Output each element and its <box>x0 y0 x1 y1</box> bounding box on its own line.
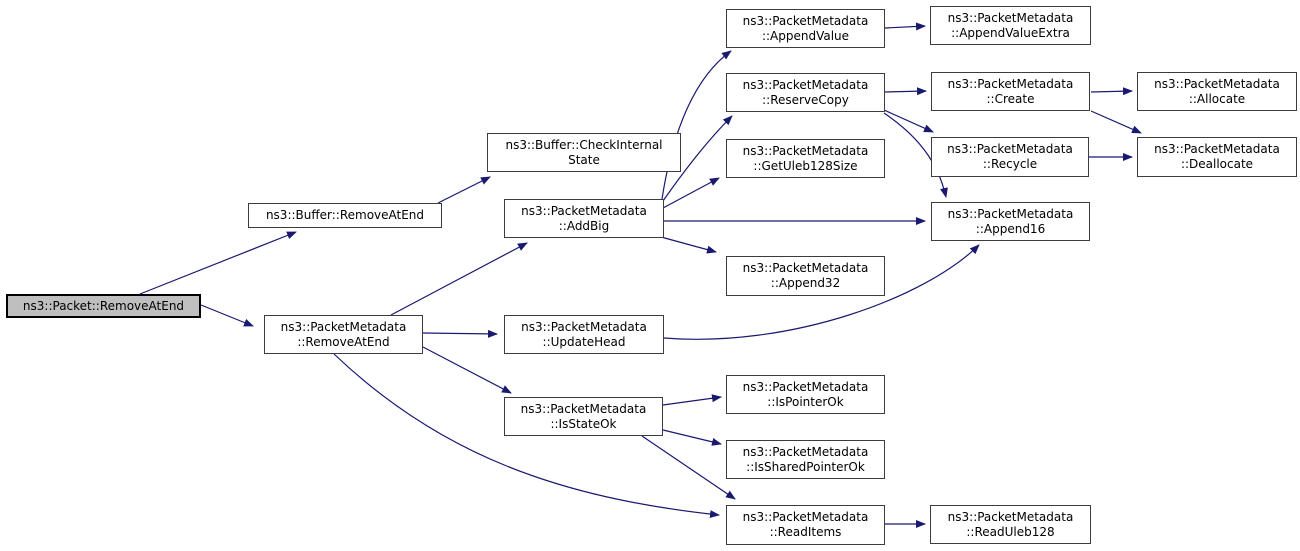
edge-reservecopy-to-create <box>884 87 927 96</box>
node-label: ns3::PacketMetadata <box>742 77 869 92</box>
node-ns3-packetmetadata-updatehead[interactable]: ns3::PacketMetadata ::UpdateHead <box>504 315 664 354</box>
node-ns3-packetmetadata-addbig[interactable]: ns3::PacketMetadata ::AddBig <box>504 199 664 238</box>
node-ns3-packetmetadata-deallocate[interactable]: ns3::PacketMetadata ::Deallocate <box>1137 137 1297 177</box>
node-label: ::AppendValue <box>761 28 850 43</box>
node-label: ns3::Buffer::RemoveAtEnd <box>265 208 425 222</box>
node-label: ::Append32 <box>770 276 841 290</box>
edge-addbig-to-appendvalue <box>661 50 732 200</box>
node-ns3-packetmetadata-create[interactable]: ns3::PacketMetadata ::Create <box>931 72 1090 111</box>
edge-addbig-to-reservecopy <box>662 115 733 202</box>
node-label: ::Recycle <box>982 157 1038 171</box>
node-label: ::Append16 <box>975 221 1046 236</box>
node-ns3-packetmetadata-appendvalue[interactable]: ns3::PacketMetadata ::AppendValue <box>726 9 885 48</box>
node-ns3-packetmetadata-allocate[interactable]: ns3::PacketMetadata ::Allocate <box>1137 72 1297 111</box>
edge-updatehead-to-append16 <box>663 244 980 340</box>
node-label: State <box>568 152 600 167</box>
node-label: ::Allocate <box>1188 91 1246 106</box>
node-label: ns3::PacketMetadata <box>742 143 869 158</box>
node-label: ns3::PacketMetadata <box>947 206 1074 221</box>
edge-create-to-deallocate <box>1090 110 1142 134</box>
node-ns3-packetmetadata-removeatend[interactable]: ns3::PacketMetadata ::RemoveAtEnd <box>264 315 423 354</box>
node-label: ns3::PacketMetadata <box>521 319 647 334</box>
node-label: ::IsStateOk <box>550 416 617 431</box>
edge-isstateok-to-issharedpointerok <box>662 429 722 446</box>
node-label: ns3::PacketMetadata <box>947 509 1074 524</box>
node-ns3-packetmetadata-recycle[interactable]: ns3::PacketMetadata ::Recycle <box>931 137 1089 177</box>
node-label: ::ReadItems <box>769 525 842 539</box>
edge-addbig-to-append32 <box>660 236 717 254</box>
node-ns3-packet-removeatend[interactable]: ns3::Packet::RemoveAtEnd <box>6 294 201 318</box>
node-ns3-packetmetadata-getuleb128size[interactable]: ns3::PacketMetadata ::GetUleb128Size <box>726 139 885 178</box>
node-label: ns3::PacketMetadata <box>280 319 407 334</box>
node-label: ::AddBig <box>558 218 610 233</box>
node-ns3-packetmetadata-reservecopy[interactable]: ns3::PacketMetadata ::ReserveCopy <box>726 73 885 112</box>
node-label: ns3::PacketMetadata <box>947 142 1073 156</box>
edge-isstateok-to-readitems <box>641 435 736 500</box>
node-ns3-buffer-removeatend[interactable]: ns3::Buffer::RemoveAtEnd <box>248 203 442 228</box>
edge-isstateok-to-ispointerok <box>662 394 722 406</box>
node-label: ns3::PacketMetadata <box>1154 142 1280 156</box>
node-label: ns3::PacketMetadata <box>947 10 1074 25</box>
edge-metadata-removeatend-to-addbig <box>390 242 528 316</box>
node-label: ns3::PacketMetadata <box>1154 76 1280 91</box>
edge-reservecopy-to-append16 <box>883 112 948 198</box>
edge-reservecopy-to-recycle <box>883 109 934 133</box>
node-ns3-packetmetadata-isstateok[interactable]: ns3::PacketMetadata ::IsStateOk <box>504 397 663 436</box>
node-ns3-packetmetadata-issharedpointerok[interactable]: ns3::PacketMetadata ::IsSharedPointerOk <box>726 440 885 479</box>
node-ns3-packetmetadata-append32[interactable]: ns3::PacketMetadata ::Append32 <box>726 256 885 296</box>
node-label: ns3::PacketMetadata <box>947 76 1074 91</box>
node-label: ns3::Buffer::CheckInternal <box>505 137 663 152</box>
node-label: ::Create <box>986 91 1035 106</box>
node-label: ::ReserveCopy <box>762 92 849 107</box>
node-label: ::RemoveAtEnd <box>297 334 390 349</box>
node-label: ns3::PacketMetadata <box>742 444 869 459</box>
node-label: ns3::PacketMetadata <box>742 13 869 28</box>
node-label: ::UpdateHead <box>542 334 626 349</box>
node-label: ::ReadUleb128 <box>966 524 1055 539</box>
edge-metadata-removeatend-to-isstateok <box>422 346 512 394</box>
edge-create-to-allocate <box>1090 87 1133 96</box>
node-label: ns3::PacketMetadata <box>742 510 869 524</box>
node-ns3-packetmetadata-appendvalueextra[interactable]: ns3::PacketMetadata ::AppendValueExtra <box>930 6 1091 45</box>
node-label: ns3::PacketMetadata <box>742 379 869 394</box>
node-label: ns3::Packet::RemoveAtEnd <box>22 298 185 313</box>
edge-packet-removeatend-to-buffer-removeatend <box>139 231 297 295</box>
edge-buffer-removeatend-to-checkinternalstate <box>437 176 491 204</box>
edge-packet-removeatend-to-metadata-removeatend <box>200 304 254 327</box>
node-ns3-buffer-checkinternalstate[interactable]: ns3::Buffer::CheckInternal State <box>487 133 681 172</box>
node-label: ns3::PacketMetadata <box>521 203 647 218</box>
node-label: ::IsSharedPointerOk <box>746 459 865 474</box>
node-ns3-packetmetadata-append16[interactable]: ns3::PacketMetadata ::Append16 <box>931 202 1090 241</box>
edge-metadata-removeatend-to-readitems <box>333 353 720 519</box>
edge-metadata-removeatend-to-updatehead <box>422 329 498 338</box>
node-label: ::GetUleb128Size <box>753 158 858 173</box>
node-label: ns3::PacketMetadata <box>742 261 869 275</box>
node-ns3-packetmetadata-readitems[interactable]: ns3::PacketMetadata ::ReadItems <box>726 505 885 545</box>
edge-appendvalue-to-appendvalueextra <box>884 22 926 31</box>
node-label: ::Deallocate <box>1180 157 1254 171</box>
edge-addbig-to-getuleb128size <box>662 177 720 209</box>
node-ns3-packetmetadata-readuleb128[interactable]: ns3::PacketMetadata ::ReadUleb128 <box>930 505 1091 544</box>
node-label: ns3::PacketMetadata <box>520 401 647 416</box>
node-label: ::IsPointerOk <box>767 394 844 409</box>
node-ns3-packetmetadata-ispointerok[interactable]: ns3::PacketMetadata ::IsPointerOk <box>726 375 885 414</box>
node-label: ::AppendValueExtra <box>951 25 1070 40</box>
